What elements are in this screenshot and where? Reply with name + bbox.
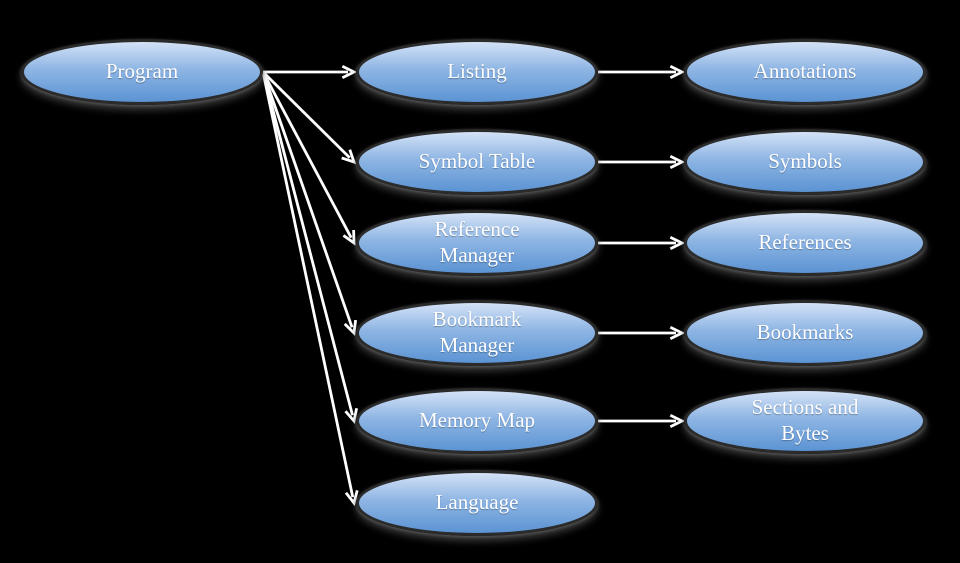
node-label: Sections and Bytes <box>751 395 859 445</box>
edge-bookmark-manager-bookmarks <box>598 325 686 341</box>
node-reference-manager: Reference Manager <box>356 210 598 276</box>
node-references: References <box>684 210 926 276</box>
edge-memory-map-sections-and-bytes <box>598 413 686 429</box>
node-bookmarks: Bookmarks <box>684 300 926 366</box>
edge-program-bookmark-manager <box>261 71 358 336</box>
edge-program-reference-manager <box>261 71 356 246</box>
edge-program-memory-map <box>261 71 359 425</box>
node-symbol-table: Symbol Table <box>356 129 598 195</box>
node-sections-and-bytes: Sections and Bytes <box>684 388 926 454</box>
edge-reference-manager-references <box>598 235 686 251</box>
node-label: Language <box>435 490 519 515</box>
node-label: Symbol Table <box>418 149 536 174</box>
node-annotations: Annotations <box>684 39 926 105</box>
edge-listing-annotations <box>598 64 686 80</box>
node-label: Bookmark Manager <box>432 307 522 357</box>
node-label: Symbols <box>768 149 842 174</box>
node-language: Language <box>356 470 598 536</box>
edge-program-listing <box>263 64 358 80</box>
node-bookmark-manager: Bookmark Manager <box>356 300 598 366</box>
node-label: References <box>758 230 852 255</box>
node-label: Annotations <box>753 59 857 84</box>
edge-symbol-table-symbols <box>598 154 686 170</box>
node-program: Program <box>21 39 263 105</box>
edge-program-symbol-table <box>262 71 357 165</box>
node-memory-map: Memory Map <box>356 388 598 454</box>
node-label: Memory Map <box>418 408 536 433</box>
node-label: Reference Manager <box>434 217 520 267</box>
node-listing: Listing <box>356 39 598 105</box>
node-label: Program <box>105 59 179 84</box>
node-symbols: Symbols <box>684 129 926 195</box>
node-label: Listing <box>447 59 507 84</box>
node-label: Bookmarks <box>756 320 854 345</box>
edge-program-language <box>261 71 359 507</box>
